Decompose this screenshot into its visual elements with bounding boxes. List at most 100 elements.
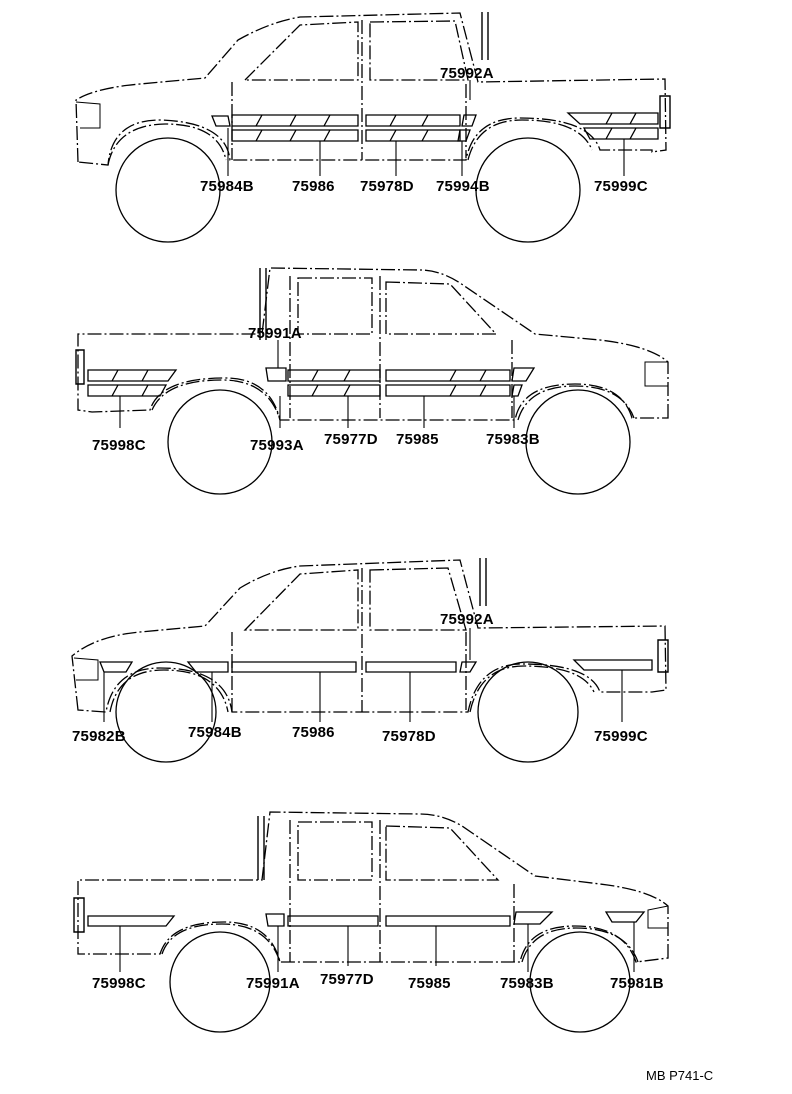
leader-lines: [103, 628, 623, 722]
truck-body-outline: [75, 12, 667, 166]
antenna: [481, 12, 489, 60]
leader-lines: [119, 340, 515, 428]
headlamp: [647, 905, 669, 929]
tail-lamp: [73, 897, 85, 933]
label-d1-1: 75992A: [440, 65, 494, 82]
cab-window-front: [385, 281, 498, 335]
truck-diagram-1: 75992A 75984B 75986 75978D 75994B 75999C: [75, 12, 671, 243]
label-d2-3: 75993A: [250, 437, 304, 454]
cab-window-front: [243, 569, 359, 631]
fender-front: [517, 385, 635, 421]
label-d4-2: 75991A: [246, 975, 300, 992]
rear-wheel: [169, 931, 271, 1033]
tail-lamp: [659, 95, 671, 129]
moulding-front-fender: [513, 911, 554, 925]
label-d3-3: 75984B: [188, 724, 242, 741]
cab-window-rear: [297, 277, 373, 335]
moulding-door-rear: [365, 661, 457, 673]
fender-rear: [467, 119, 593, 161]
figure-code: MB P741-C: [646, 1068, 713, 1083]
door-lines: [231, 568, 467, 712]
moulding-rear-pillar: [459, 661, 478, 673]
truck-diagram-3: 75992A 75982B 75984B 75986 75978D 75999C: [71, 558, 669, 763]
cab-window-front: [385, 825, 500, 881]
stripe-door-rear: [287, 369, 381, 397]
truck-diagram-4: 75998C 75991A 75977D 75985 75983B 75981B: [73, 811, 669, 1033]
moulding-front-fender: [99, 661, 134, 673]
moulding-front-corner: [604, 911, 646, 923]
headlamp: [73, 657, 99, 681]
rear-wheel: [475, 137, 581, 243]
truck-body-outline: [71, 559, 667, 713]
front-wheel: [525, 389, 631, 495]
front-wheel: [529, 931, 631, 1033]
label-d4-4: 75985: [408, 975, 451, 992]
stripe-door-front: [385, 369, 511, 397]
label-d3-5: 75978D: [382, 728, 436, 745]
antenna: [259, 268, 267, 340]
fender-rear: [161, 923, 281, 963]
label-d2-6: 75983B: [486, 431, 540, 448]
fender-front: [107, 123, 227, 166]
tail-lamp: [75, 349, 85, 385]
moulding-fender: [186, 661, 229, 673]
front-wheel: [115, 137, 221, 243]
stripe-door-rear: [365, 114, 461, 142]
fender-rear: [151, 379, 281, 421]
label-d4-6: 75981B: [610, 975, 664, 992]
rear-wheel: [477, 661, 579, 763]
stripe-bed: [566, 112, 659, 140]
moulding-door-rear: [287, 915, 379, 927]
stripe-rear-pillar: [265, 367, 287, 382]
label-d3-1: 75992A: [440, 611, 494, 628]
cab-window-rear: [297, 821, 373, 881]
label-d4-1: 75998C: [92, 975, 146, 992]
label-d1-2: 75984B: [200, 178, 254, 195]
label-d2-2: 75998C: [92, 437, 146, 454]
leader-lines: [227, 80, 625, 176]
label-d2-5: 75985: [396, 431, 439, 448]
label-d4-3: 75977D: [320, 971, 374, 988]
label-d2-4: 75977D: [324, 431, 378, 448]
stripe-bed: [87, 369, 178, 397]
cab-window-rear: [369, 567, 467, 631]
label-d1-3: 75986: [292, 178, 335, 195]
cab-window-rear: [369, 20, 469, 81]
stripe-rear-pillar: [457, 114, 477, 142]
truck-diagram-2: 75991A 75998C 75993A 75977D 75985 75983B: [75, 267, 669, 495]
headlamp: [75, 101, 101, 129]
truck-body-outline: [77, 267, 669, 421]
door-lines: [231, 20, 467, 160]
label-d2-1: 75991A: [248, 325, 302, 342]
moulding-bed: [572, 659, 653, 671]
door-lines: [289, 820, 515, 962]
leader-lines: [119, 922, 635, 972]
stripe-front-fender: [511, 367, 536, 397]
antenna: [257, 816, 265, 880]
label-d3-2: 75982B: [72, 728, 126, 745]
moulding-rear-pillar: [265, 913, 285, 927]
moulding-bed: [87, 915, 176, 927]
fender-rear: [469, 665, 595, 713]
label-d1-6: 75999C: [594, 178, 648, 195]
label-d3-6: 75999C: [594, 728, 648, 745]
rear-wheel: [167, 389, 273, 495]
label-d4-5: 75983B: [500, 975, 554, 992]
moulding-door-front: [385, 915, 511, 927]
moulding-door-front: [231, 661, 357, 673]
front-wheel: [115, 661, 217, 763]
stripe-front-fender: [211, 115, 231, 127]
fender-front: [109, 669, 229, 713]
stripe-door-front: [231, 114, 359, 142]
fender-front: [521, 927, 639, 963]
tail-lamp: [657, 639, 669, 673]
label-d1-4: 75978D: [360, 178, 414, 195]
headlamp: [644, 361, 668, 387]
antenna: [479, 558, 487, 606]
door-lines: [289, 276, 513, 418]
cab-window-front: [243, 21, 359, 81]
label-d1-5: 75994B: [436, 178, 490, 195]
label-d3-4: 75986: [292, 724, 335, 741]
truck-body-outline: [77, 811, 669, 963]
